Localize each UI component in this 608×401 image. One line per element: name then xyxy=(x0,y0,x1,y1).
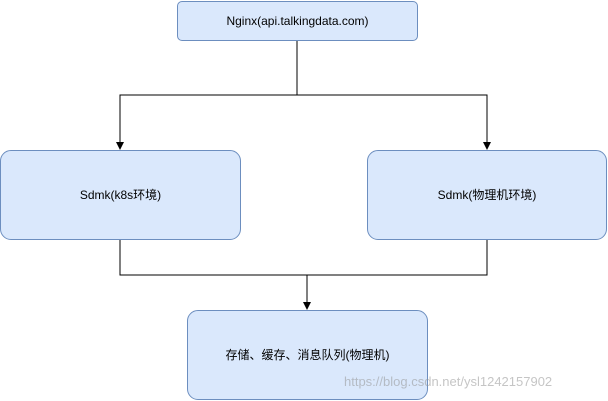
node-nginx[interactable]: Nginx(api.talkingdata.com) xyxy=(177,1,418,41)
node-sdmk-physical-label: Sdmk(物理机环境) xyxy=(437,188,537,202)
node-storage-label: 存储、缓存、消息队列(物理机) xyxy=(225,348,390,362)
node-sdmk-k8s-label: Sdmk(k8s环境) xyxy=(79,188,162,202)
node-sdmk-physical[interactable]: Sdmk(物理机环境) xyxy=(367,150,607,240)
watermark-text: https://blog.csdn.net/ysl1242157902 xyxy=(344,374,553,389)
node-storage[interactable]: 存储、缓存、消息队列(物理机) xyxy=(187,310,428,400)
node-sdmk-k8s[interactable]: Sdmk(k8s环境) xyxy=(0,150,241,240)
edge-nginx-to-sdmk-physical xyxy=(297,94,491,150)
edge-sdmk-physical-to-storage xyxy=(307,240,488,276)
edge-nginx-to-sdmk-k8s xyxy=(116,41,298,150)
node-nginx-label: Nginx(api.talkingdata.com) xyxy=(226,14,369,28)
edge-sdmk-k8s-to-storage xyxy=(119,240,311,310)
